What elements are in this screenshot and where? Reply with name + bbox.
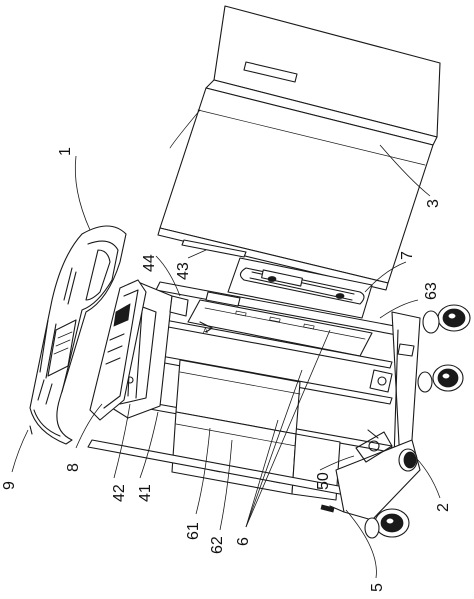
callout-42: 42 <box>111 484 128 502</box>
callout-3: 3 <box>425 199 442 208</box>
front-panel-part <box>29 225 127 445</box>
grip-panel-part <box>89 279 147 421</box>
callout-6: 6 <box>235 537 252 546</box>
cover-part <box>157 5 441 291</box>
callout-2: 2 <box>435 503 452 512</box>
leader-lines <box>11 144 441 579</box>
callout-7: 7 <box>399 251 416 260</box>
callout-1: 1 <box>57 147 74 156</box>
svg-text:A: A <box>203 328 208 335</box>
callout-63: 63 <box>423 282 440 300</box>
callout-62: 62 <box>209 536 226 554</box>
wheel-middle <box>417 364 464 393</box>
callout-50: 50 <box>315 472 332 490</box>
callout-43: 43 <box>175 262 192 280</box>
wheel-bottom <box>364 508 410 539</box>
callout-9: 9 <box>1 481 18 490</box>
callout-61: 61 <box>185 522 202 540</box>
wheel-lower <box>398 448 418 472</box>
handle-part <box>227 257 373 319</box>
bar-part-43 <box>181 239 247 258</box>
callout-41: 41 <box>137 484 154 502</box>
callout-5: 5 <box>369 583 386 592</box>
callout-labels: 1 2 3 5 6 7 8 9 41 42 43 44 50 61 62 63 <box>1 147 452 592</box>
callout-44: 44 <box>141 254 158 272</box>
wheel-top <box>422 304 471 334</box>
callout-8: 8 <box>65 463 82 472</box>
